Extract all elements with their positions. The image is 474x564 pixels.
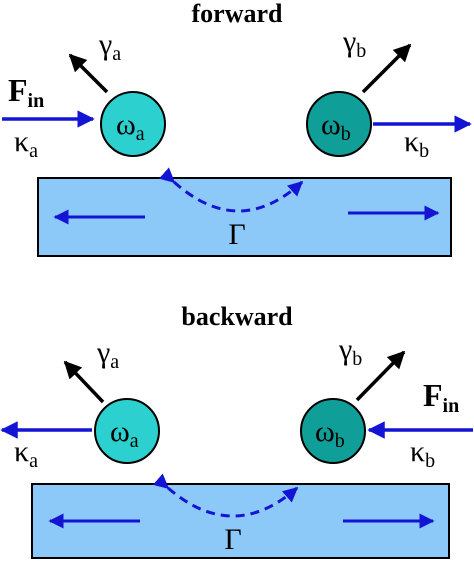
input-force-symbol: Fin xyxy=(8,72,44,112)
loss-b-arrow xyxy=(361,43,412,94)
coupling-a-label: κa xyxy=(14,125,38,162)
panel-title: backward xyxy=(181,302,293,331)
resonator-a xyxy=(94,398,160,464)
coupling-b-label: κb xyxy=(410,435,435,472)
backscatter-label: Γ xyxy=(224,523,241,556)
resonator-a-label: ωa xyxy=(116,108,145,145)
coupling-a-label: κa xyxy=(14,435,38,472)
resonator-a-label: ωa xyxy=(110,415,139,452)
loss-a-label: γa xyxy=(98,28,121,65)
loss-a-arrow xyxy=(63,360,105,404)
panel-title: forward xyxy=(192,0,284,28)
resonator-b xyxy=(300,398,366,464)
forward-panel: forward Fin κa ωa γa ωb γb κb Γ xyxy=(2,0,472,257)
backscatter-arrow xyxy=(158,167,304,213)
loss-a-arrow xyxy=(68,53,109,94)
backscatter-label: Γ xyxy=(228,218,245,251)
coupling-b-label: κb xyxy=(404,125,429,162)
resonator-a xyxy=(100,91,166,157)
loss-b-arrow xyxy=(355,350,406,402)
resonator-b-label: ωb xyxy=(315,415,345,452)
loss-b-label: γb xyxy=(342,25,366,62)
resonator-b xyxy=(306,91,372,157)
input-force-symbol: Fin xyxy=(423,377,459,417)
loss-a-label: γa xyxy=(96,336,119,373)
backscatter-arrow xyxy=(152,473,299,518)
backward-panel: backward κa ωa γa ωb γb Fin κb Γ xyxy=(0,302,473,559)
resonator-b-label: ωb xyxy=(321,108,351,145)
loss-b-label: γb xyxy=(338,333,362,370)
